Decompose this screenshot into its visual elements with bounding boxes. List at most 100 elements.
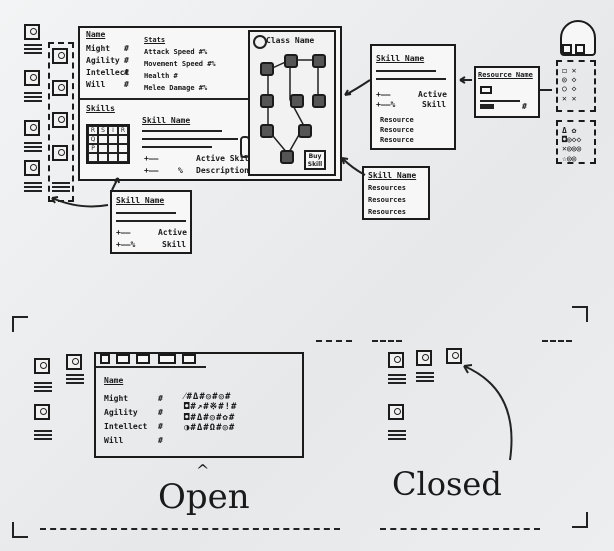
open-tab-bar bbox=[96, 354, 206, 368]
frame-dash bbox=[380, 528, 540, 530]
menu-lines-icon[interactable] bbox=[388, 428, 406, 440]
grid-cell[interactable]: R bbox=[118, 126, 128, 135]
grid-cell[interactable]: S bbox=[98, 126, 108, 135]
character-icon[interactable] bbox=[24, 120, 40, 136]
character-icon[interactable] bbox=[24, 24, 40, 40]
frame-corner bbox=[12, 316, 28, 332]
skill-node-icon[interactable] bbox=[280, 150, 294, 164]
character-icon[interactable] bbox=[52, 112, 68, 128]
grid-cell[interactable]: R bbox=[88, 126, 98, 135]
sub-stat-melee-damage: Melee Damage #% bbox=[144, 84, 208, 92]
inventory-slot-1[interactable] bbox=[562, 44, 572, 54]
skill-pct: % bbox=[178, 166, 183, 175]
grid-cell[interactable] bbox=[108, 144, 118, 153]
skill-node-icon[interactable] bbox=[284, 54, 298, 68]
tab-settings-icon[interactable] bbox=[182, 354, 196, 364]
grid-cell[interactable] bbox=[108, 153, 118, 162]
panel-name-heading: Name bbox=[86, 30, 106, 39]
character-icon[interactable] bbox=[52, 145, 68, 161]
menu-lines-icon[interactable] bbox=[34, 428, 52, 440]
settings-icon[interactable] bbox=[446, 348, 462, 364]
resource-name: Resource Name bbox=[478, 71, 533, 79]
frame-dash bbox=[542, 340, 572, 342]
skill-node-icon[interactable] bbox=[312, 54, 326, 68]
grid-cell[interactable]: I bbox=[108, 126, 118, 135]
sub-stat-health: Health # bbox=[144, 72, 178, 80]
tooltip-skill: Skill bbox=[422, 100, 447, 109]
menu-lines-icon[interactable] bbox=[24, 140, 42, 152]
character-icon[interactable] bbox=[24, 70, 40, 86]
tooltip-resources: Resources bbox=[368, 208, 406, 216]
grid-cell[interactable] bbox=[108, 135, 118, 144]
status-glyphs-icon: Δ ✿◘◎◇◇✕◎◎◎☆◎◎ bbox=[562, 126, 582, 163]
class-emblem-icon bbox=[253, 35, 267, 49]
menu-lines-icon[interactable] bbox=[34, 380, 52, 392]
frame-corner bbox=[12, 522, 28, 538]
grid-cell[interactable]: P bbox=[88, 144, 98, 153]
menu-lines-icon[interactable] bbox=[388, 372, 406, 384]
sub-stat-attack-speed: Attack Speed #% bbox=[144, 48, 208, 56]
character-icon[interactable] bbox=[52, 80, 68, 96]
stat-agility-label: Agility bbox=[86, 56, 120, 65]
grid-cell[interactable] bbox=[98, 153, 108, 162]
frame-corner bbox=[572, 512, 588, 528]
skill-node-icon[interactable] bbox=[260, 94, 274, 108]
skill-node-icon[interactable] bbox=[260, 62, 274, 76]
buy-skill-button[interactable]: Buy Skill bbox=[304, 150, 326, 170]
character-icon[interactable] bbox=[416, 350, 432, 366]
skill-node-icon[interactable] bbox=[298, 124, 312, 138]
sub-stat-movement-speed: Movement Speed #% bbox=[144, 60, 216, 68]
tab-character-icon[interactable] bbox=[100, 354, 110, 364]
skill-node-icon[interactable] bbox=[290, 94, 304, 108]
skill-active-label: Active Skill bbox=[196, 154, 254, 163]
skill-description-label: Description bbox=[196, 166, 249, 175]
character-icon[interactable] bbox=[388, 404, 404, 420]
closed-caption: Closed bbox=[392, 465, 502, 503]
frame-dash bbox=[372, 340, 402, 342]
skill-node-icon[interactable] bbox=[260, 124, 274, 138]
grid-cell[interactable] bbox=[118, 153, 128, 162]
tooltip-plus-pct: +——% bbox=[376, 100, 396, 109]
stat-intellect-label: Intellect bbox=[86, 68, 130, 77]
menu-lines-icon[interactable] bbox=[52, 180, 70, 192]
tab-map-icon[interactable] bbox=[158, 354, 176, 364]
character-icon[interactable] bbox=[24, 160, 40, 176]
skill-tooltip-bottom bbox=[110, 190, 192, 254]
tooltip-skill-name: Skill Name bbox=[368, 171, 417, 180]
skill-grid[interactable]: R S I R Q P bbox=[86, 124, 130, 164]
grid-cell[interactable] bbox=[118, 144, 128, 153]
grid-cell[interactable]: Q bbox=[88, 135, 98, 144]
tooltip-line bbox=[116, 212, 176, 214]
grid-cell[interactable] bbox=[98, 144, 108, 153]
grid-cell[interactable] bbox=[88, 153, 98, 162]
resource-line bbox=[480, 100, 520, 102]
resource-count: # bbox=[522, 102, 527, 111]
character-icon[interactable] bbox=[52, 48, 68, 64]
skill-resources-tooltip bbox=[362, 166, 430, 220]
inventory-slot-2[interactable] bbox=[575, 44, 585, 54]
closed-annotation-arrow bbox=[463, 364, 513, 461]
character-icon[interactable] bbox=[388, 352, 404, 368]
menu-lines-icon[interactable] bbox=[24, 180, 42, 192]
menu-lines-icon[interactable] bbox=[66, 372, 84, 384]
character-icon[interactable] bbox=[66, 354, 82, 370]
menu-lines-icon[interactable] bbox=[416, 370, 434, 382]
grid-cell[interactable] bbox=[118, 135, 128, 144]
open-stat-intellect-label: Intellect bbox=[104, 422, 148, 431]
grid-cell[interactable] bbox=[98, 135, 108, 144]
stat-intellect-value: # bbox=[124, 68, 129, 77]
tooltip-line bbox=[376, 70, 436, 72]
open-character-panel bbox=[94, 352, 304, 458]
character-icon[interactable] bbox=[34, 358, 50, 374]
skill-desc-line bbox=[142, 138, 238, 140]
menu-lines-icon[interactable] bbox=[24, 42, 42, 54]
character-icon[interactable] bbox=[34, 404, 50, 420]
tooltip-line bbox=[116, 220, 186, 222]
tooltip-resource: Resource bbox=[380, 116, 414, 124]
stat-agility-value: # bbox=[124, 56, 129, 65]
menu-lines-icon[interactable] bbox=[24, 90, 42, 102]
stat-might-value: # bbox=[124, 44, 129, 53]
tab-skills-icon[interactable] bbox=[116, 354, 130, 364]
skill-node-icon[interactable] bbox=[312, 94, 326, 108]
tab-inventory-icon[interactable] bbox=[136, 354, 150, 364]
